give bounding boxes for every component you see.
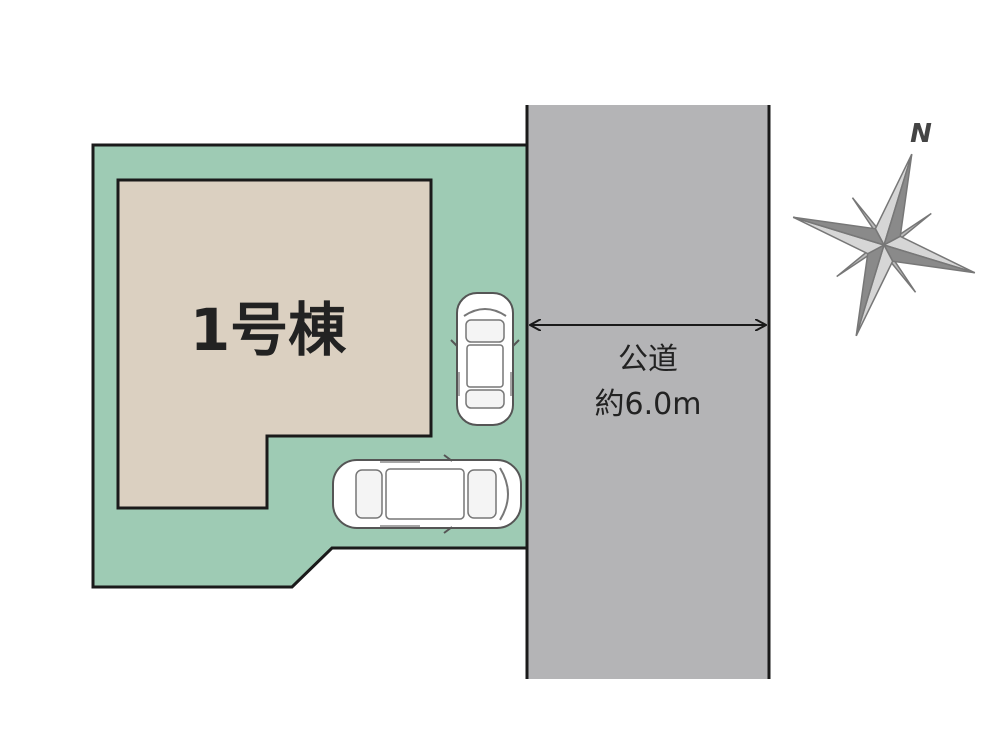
compass-star-icon (792, 153, 976, 337)
compass-rose (792, 153, 976, 337)
building-label: 1号棟 (190, 296, 347, 364)
building-footprint (116, 178, 433, 510)
parked-car-horizontal (332, 454, 522, 534)
road-label: 公道 (618, 342, 678, 377)
parked-car-vertical (450, 292, 520, 426)
compass-north-label: N (910, 119, 932, 149)
road-surface (527, 105, 769, 679)
public-road: 公道 約6.0m (525, 105, 771, 679)
road-width-label: 約6.0m (595, 387, 702, 422)
